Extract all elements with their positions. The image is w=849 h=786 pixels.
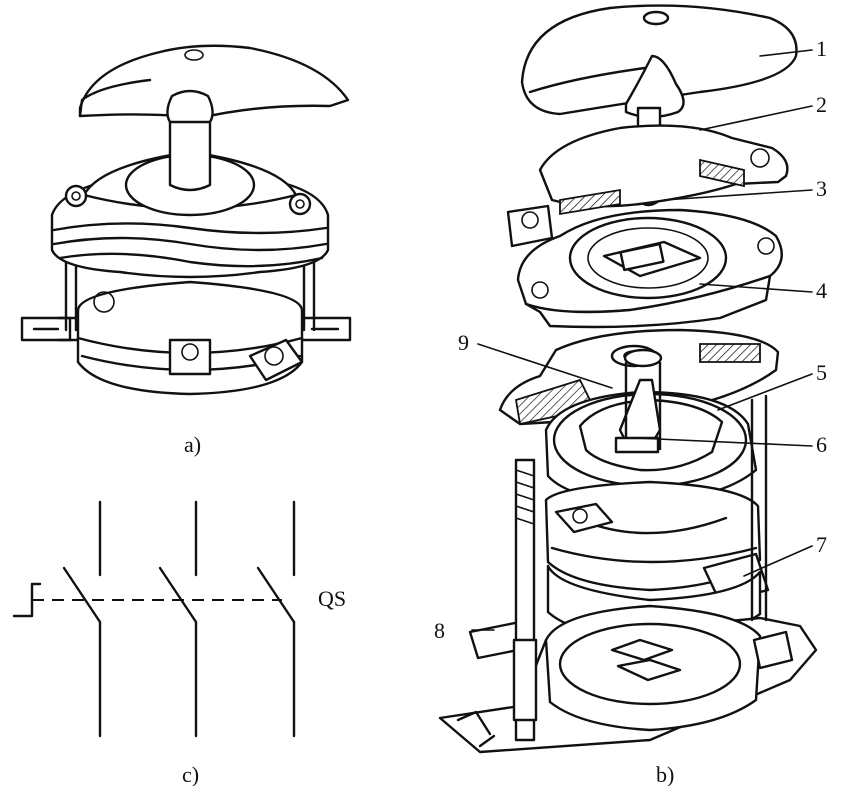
caption-a: a) [184, 432, 201, 457]
callout-9: 9 [458, 330, 469, 355]
caption-c: c) [182, 762, 199, 786]
assembled-switch-drawing [20, 44, 352, 396]
callout-4: 4 [816, 278, 827, 303]
caption-b: b) [656, 762, 674, 786]
callout-2: 2 [816, 92, 827, 117]
callout-8: 8 [434, 618, 445, 643]
callout-1: 1 [816, 36, 827, 61]
callout-leaders [471, 49, 813, 631]
callout-6: 6 [816, 432, 827, 457]
callout-7: 7 [816, 532, 827, 557]
schematic-symbol-label: QS [318, 586, 346, 611]
exploded-view-drawing [438, 4, 818, 754]
schematic-symbol [12, 500, 296, 738]
callout-3: 3 [816, 176, 827, 201]
callout-5: 5 [816, 360, 827, 385]
